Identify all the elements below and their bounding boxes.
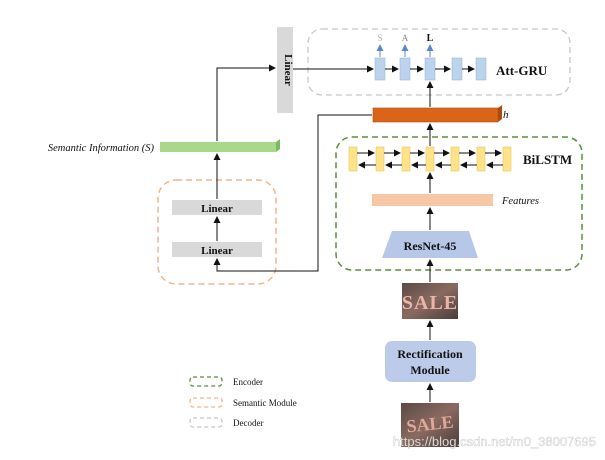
att-gru-cell [374,57,386,81]
bilstm-cell [502,146,512,172]
att-gru-label: Att-GRU [496,63,548,78]
input-image-text: SALE [405,412,454,437]
features-bar [372,194,493,206]
att-gru-cell [424,57,436,81]
bilstm-cells [348,146,512,172]
att-gru-cells [374,57,487,81]
bilstm-cell [450,146,460,172]
output-char-l: L [427,33,434,44]
h-feature-bar [372,107,499,123]
linear-upper-block [172,200,262,215]
semantic-to-linear-path [216,64,276,141]
output-char-s: S [377,33,382,43]
legend-encoder-label: Encoder [233,377,263,387]
h-bar-depth [498,105,502,122]
legend-semantic-label: Semantic Module [233,398,297,408]
resnet-block [382,231,478,258]
rectification-label-line1: Rectification [397,347,463,361]
bilstm-cell [348,146,358,172]
h-to-semantic-path [213,114,372,272]
bilstm-cell [401,146,411,172]
rectification-label-line2: Module [410,363,450,377]
semantic-info-bar [160,142,276,152]
decoder-region [307,28,571,96]
legend-encoder-swatch [189,376,223,387]
legend: Encoder Semantic Module Decoder [189,376,297,428]
att-gru-cell [399,57,411,81]
bilstm-cell [476,146,486,172]
input-image: SALE [401,403,459,447]
bilstm-label: BiLSTM [523,152,572,167]
semantic-info-label: Semantic Information (S) [48,143,155,154]
legend-semantic-swatch [189,397,223,408]
encoder-region [335,136,583,271]
bilstm-cell [425,146,435,172]
rectification-module [385,341,476,382]
legend-decoder-swatch [189,417,223,428]
resnet-label: ResNet-45 [404,239,457,253]
linear-lower-label: Linear [201,245,233,257]
watermark: https://blog.csdn.net/m0_38007695 [393,434,596,449]
linear-upper-label: Linear [201,203,233,215]
linear-vertical-block [277,27,293,113]
linear-vertical-label: Linear [282,54,294,86]
legend-decoder-label: Decoder [233,418,263,428]
att-gru-cell [451,57,463,81]
rectified-image-text: SALE [402,292,458,314]
linear-lower-block [172,242,262,257]
semantic-info-bar-depth [276,139,280,152]
bilstm-cell [375,146,385,172]
att-gru-cell [475,57,487,81]
features-label: Features [501,196,539,207]
output-char-a: A [402,33,409,43]
rectified-image: SALE [402,283,458,319]
h-label: h [503,109,509,121]
